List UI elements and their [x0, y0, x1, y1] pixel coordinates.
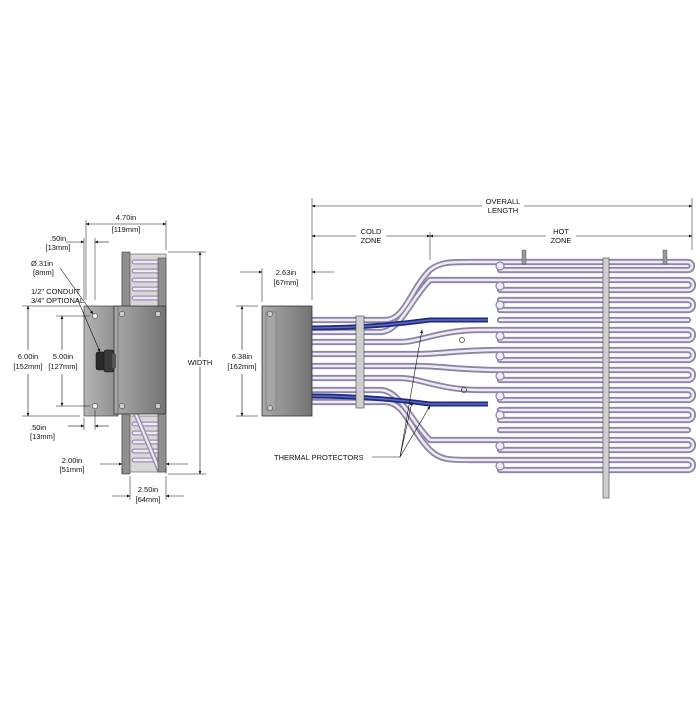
dim-5.00-in: 5.00in: [53, 352, 73, 361]
dim-4.70-mm: [119mm]: [112, 225, 141, 234]
thermal-protectors-label: THERMAL PROTECTORS: [274, 453, 364, 462]
overall-line2: LENGTH: [488, 206, 518, 215]
heating-elements: [308, 258, 697, 474]
dim-2.00-in: 2.00in: [62, 456, 82, 465]
dim-2.63-mm: [67mm]: [273, 278, 298, 287]
mount-hole-top: [92, 313, 98, 319]
side-view: 4.70in [119mm] .50in [13mm] Ø.31in [8mm]…: [12, 213, 216, 504]
top-view: OVERALL LENGTH COLD ZONE HOT ZONE 2.63in…: [226, 196, 697, 499]
conduit-fitting: [95, 349, 116, 373]
box-screws: [119, 311, 161, 409]
cold-zone-line2: ZONE: [361, 236, 382, 245]
dim-bottom-flange-in: .50in: [30, 423, 46, 432]
dim-2.50-mm: [64mm]: [135, 495, 160, 504]
dim-hole-in: Ø.31in: [31, 259, 53, 268]
dim-6.00-in: 6.00in: [18, 352, 38, 361]
terminal-box: [113, 305, 167, 415]
dim-bottom-flange-mm: [13mm]: [30, 432, 55, 441]
baffle-hot: [602, 257, 610, 499]
cold-zone-line1: COLD: [361, 227, 382, 236]
overall-line1: OVERALL: [486, 197, 521, 206]
mount-hole-bottom: [92, 403, 98, 409]
dim-flange-in: .50in: [50, 234, 66, 243]
dim-4.70-in: 4.70in: [116, 213, 136, 222]
dim-flange-mm: [13mm]: [45, 243, 70, 252]
dim-hole-mm: [8mm]: [33, 268, 54, 277]
thermal-protectors: [311, 317, 488, 407]
width-label: WIDTH: [188, 358, 213, 367]
dim-2.63-in: 2.63in: [276, 268, 296, 277]
dim-6.38-in: 6.38in: [232, 352, 252, 361]
conduit-line2: 3/4" OPTIONAL: [31, 296, 84, 305]
dim-5.00-mm: [127mm]: [48, 362, 77, 371]
baffle-cold: [355, 315, 365, 409]
hot-zone-line1: HOT: [553, 227, 569, 236]
dim-6.00-mm: [152mm]: [13, 362, 42, 371]
dim-2.00-mm: [51mm]: [59, 465, 84, 474]
hot-zone-line2: ZONE: [551, 236, 572, 245]
dim-6.38-mm: [162mm]: [227, 362, 256, 371]
conduit-line1: 1/2" CONDUIT: [31, 287, 81, 296]
dim-2.50-in: 2.50in: [138, 485, 158, 494]
